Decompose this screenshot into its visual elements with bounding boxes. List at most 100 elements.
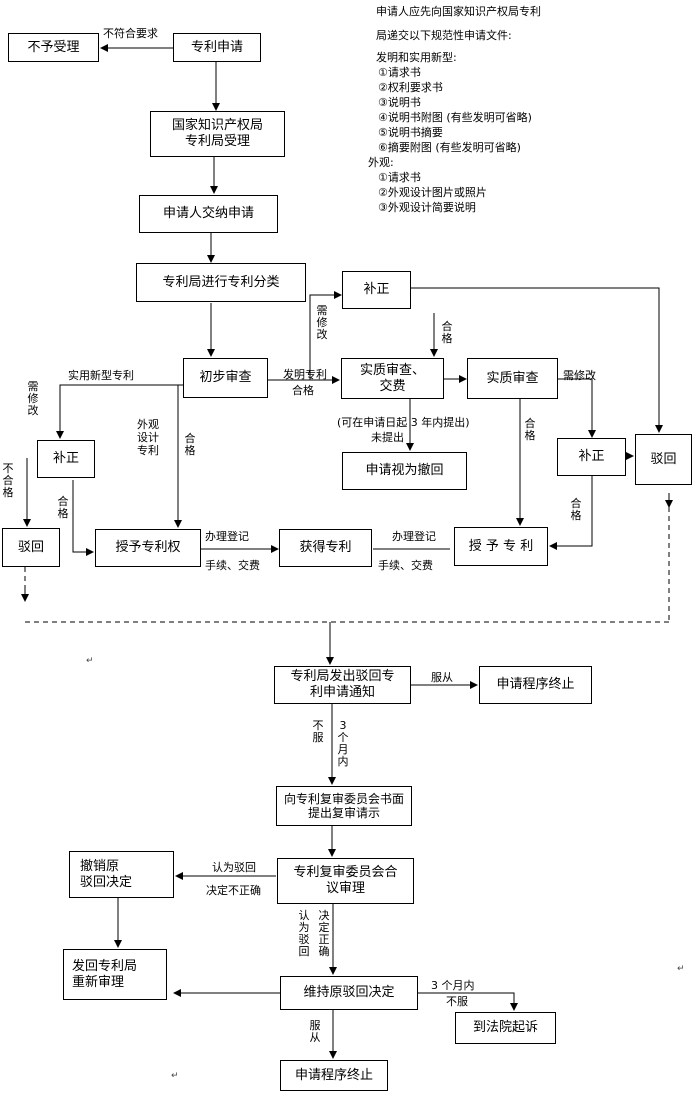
substantive-fee-box: 实质审查、 交费 xyxy=(341,358,444,399)
note-item: ①请求书 xyxy=(378,171,421,184)
terminate-top-text: 申请程序终止 xyxy=(496,677,575,692)
label-fee-2: 手续、交费 xyxy=(378,559,433,572)
revoke-reject-text: 撤销原 驳回决定 xyxy=(80,858,133,890)
grant-right-box: 授 予 专 利 xyxy=(454,527,548,566)
substantive-exam-text: 实质审查 xyxy=(486,370,539,386)
label-comply: 服从 xyxy=(431,671,453,684)
obtain-patent-box: 获得专利 xyxy=(279,529,372,567)
note-item: ⑥摘要附图 (有些发明可省略) xyxy=(378,141,521,154)
label-utility-model: 实用新型专利 xyxy=(68,369,134,382)
label-qualified-prelim: 合格 xyxy=(292,384,314,397)
label-qualified-left: 合 格 xyxy=(57,495,69,520)
reject-notice-box: 专利局发出驳回专 利申请通知 xyxy=(274,666,411,704)
label-deem-reject: 认为驳回 xyxy=(212,861,256,874)
requirements-note: 申请人应先向国家知识产权局专利 局递交以下规范性申请文件: 发明和实用新型: ①… xyxy=(368,4,698,215)
obtain-patent-text: 获得专利 xyxy=(299,540,352,555)
withdrawn-box: 申请视为撤回 xyxy=(342,452,467,490)
label-qualified-substantive: 合 格 xyxy=(524,417,536,442)
label-within-3-years: (可在申请日起 3 年内提出) xyxy=(337,416,470,429)
label-register-1: 办理登记 xyxy=(205,530,249,543)
label-not-qualified-left: 不 合 格 xyxy=(2,462,14,499)
note-line-1: 申请人应先向国家知识产权局专利 xyxy=(376,5,541,18)
label-deem-reject-vertical: 认 为 驳 回 xyxy=(298,909,310,958)
paragraph-mark: ↵ xyxy=(677,964,685,974)
label-decision-correct-vertical: 决 定 正 确 xyxy=(318,909,330,958)
note-item: ⑤说明书摘要 xyxy=(378,126,443,139)
label-design-patent: 外观 设计 专利 xyxy=(137,418,159,457)
paragraph-mark: ↵ xyxy=(171,1071,179,1081)
grant-left-box: 授予专利权 xyxy=(95,529,201,567)
reject-left-text: 驳回 xyxy=(17,539,44,555)
terminate-top-box: 申请程序终止 xyxy=(479,666,592,704)
label-qualified-top: 合 格 xyxy=(441,320,453,345)
supplement-top-text: 补正 xyxy=(363,282,390,297)
supplement-top-box: 补正 xyxy=(342,271,411,309)
review-request-text: 向专利复审委员会书面 提出复审请示 xyxy=(283,792,404,820)
supplement-left-text: 补正 xyxy=(52,451,79,466)
label-need-revise-left: 需 修 改 xyxy=(27,380,39,417)
review-request-box: 向专利复审委员会书面 提出复审请示 xyxy=(276,786,412,826)
patent-application-box: 专利申请 xyxy=(173,33,261,62)
office-accept-box: 国家知识产权局 专利局受理 xyxy=(150,111,285,157)
court-box: 到法院起诉 xyxy=(455,1012,556,1044)
review-board-text: 专利复审委员会合 议审理 xyxy=(293,865,398,896)
maintain-reject-box: 维持原驳回决定 xyxy=(280,976,418,1010)
label-not-comply-vertical: 不 服 xyxy=(312,719,324,744)
label-not-meet: 不符合要求 xyxy=(103,27,158,40)
reject-left-box: 驳回 xyxy=(2,528,60,567)
label-need-revise-right: 需修改 xyxy=(563,369,596,382)
applicant-submit-box: 申请人交纳申请 xyxy=(139,195,278,233)
note-line-3: 发明和实用新型: xyxy=(376,51,457,64)
note-item: ③说明书 xyxy=(378,96,421,109)
reject-right-box: 驳回 xyxy=(635,434,692,485)
label-fee-1: 手续、交费 xyxy=(205,559,260,572)
label-decision-wrong: 决定不正确 xyxy=(206,884,261,897)
label-three-months-vertical: 3 个 月 内 xyxy=(337,719,349,768)
maintain-reject-text: 维持原驳回决定 xyxy=(303,985,395,1000)
label-qualified-right: 合 格 xyxy=(570,497,582,522)
supplement-left-box: 补正 xyxy=(37,440,95,478)
note-design-heading: 外观: xyxy=(368,156,394,169)
preliminary-exam-box: 初步审查 xyxy=(183,358,268,398)
label-comply-vertical: 服 从 xyxy=(309,1019,321,1044)
note-invention-items: ①请求书 ②权利要求书 ③说明书 ④说明书附图 (有些发明可省略) ⑤说明书摘要… xyxy=(378,65,698,155)
reject-right-text: 驳回 xyxy=(650,451,677,467)
review-board-box: 专利复审委员会合 议审理 xyxy=(277,858,414,904)
revoke-reject-box: 撤销原 驳回决定 xyxy=(69,851,174,898)
withdrawn-text: 申请视为撤回 xyxy=(365,463,444,478)
office-accept-text: 国家知识产权局 专利局受理 xyxy=(171,118,263,149)
supplement-right-text: 补正 xyxy=(578,449,605,464)
label-invention-patent: 发明专利 xyxy=(283,368,327,381)
note-item: ①请求书 xyxy=(378,66,421,79)
no-accept-text: 不予受理 xyxy=(27,39,80,55)
classify-box: 专利局进行专利分类 xyxy=(136,263,306,302)
label-need-revise-top: 需 修 改 xyxy=(316,304,328,341)
return-office-box: 发回专利局 重新审理 xyxy=(63,949,167,1000)
label-not-submitted: 未提出 xyxy=(371,431,404,444)
preliminary-exam-text: 初步审查 xyxy=(199,370,252,385)
grant-right-text: 授 予 专 利 xyxy=(468,538,534,554)
patent-application-text: 专利申请 xyxy=(190,39,243,55)
reject-notice-text: 专利局发出驳回专 利申请通知 xyxy=(290,669,395,700)
note-design-items: ①请求书 ②外观设计图片或照片 ③外观设计简要说明 xyxy=(378,170,698,215)
terminate-bottom-box: 申请程序终止 xyxy=(280,1060,388,1091)
applicant-submit-text: 申请人交纳申请 xyxy=(162,206,254,221)
substantive-exam-box: 实质审查 xyxy=(467,358,558,399)
grant-left-text: 授予专利权 xyxy=(115,540,181,555)
court-text: 到法院起诉 xyxy=(472,1020,538,1035)
return-office-text: 发回专利局 重新审理 xyxy=(72,958,138,990)
substantive-fee-text: 实质审查、 交费 xyxy=(359,362,425,394)
paragraph-mark: ↵ xyxy=(86,656,94,666)
terminate-bottom-text: 申请程序终止 xyxy=(294,1067,373,1083)
label-register-2: 办理登记 xyxy=(392,530,436,543)
note-item: ③外观设计简要说明 xyxy=(378,201,476,214)
no-accept-box: 不予受理 xyxy=(8,33,99,62)
label-qualified-mid: 合 格 xyxy=(184,432,196,457)
note-item: ②权利要求书 xyxy=(378,81,443,94)
label-three-months: 3 个月内 xyxy=(431,979,475,992)
note-item: ②外观设计图片或照片 xyxy=(378,186,487,199)
classify-text: 专利局进行专利分类 xyxy=(162,274,280,290)
supplement-right-box: 补正 xyxy=(557,438,626,476)
label-not-comply: 不服 xyxy=(446,995,468,1008)
